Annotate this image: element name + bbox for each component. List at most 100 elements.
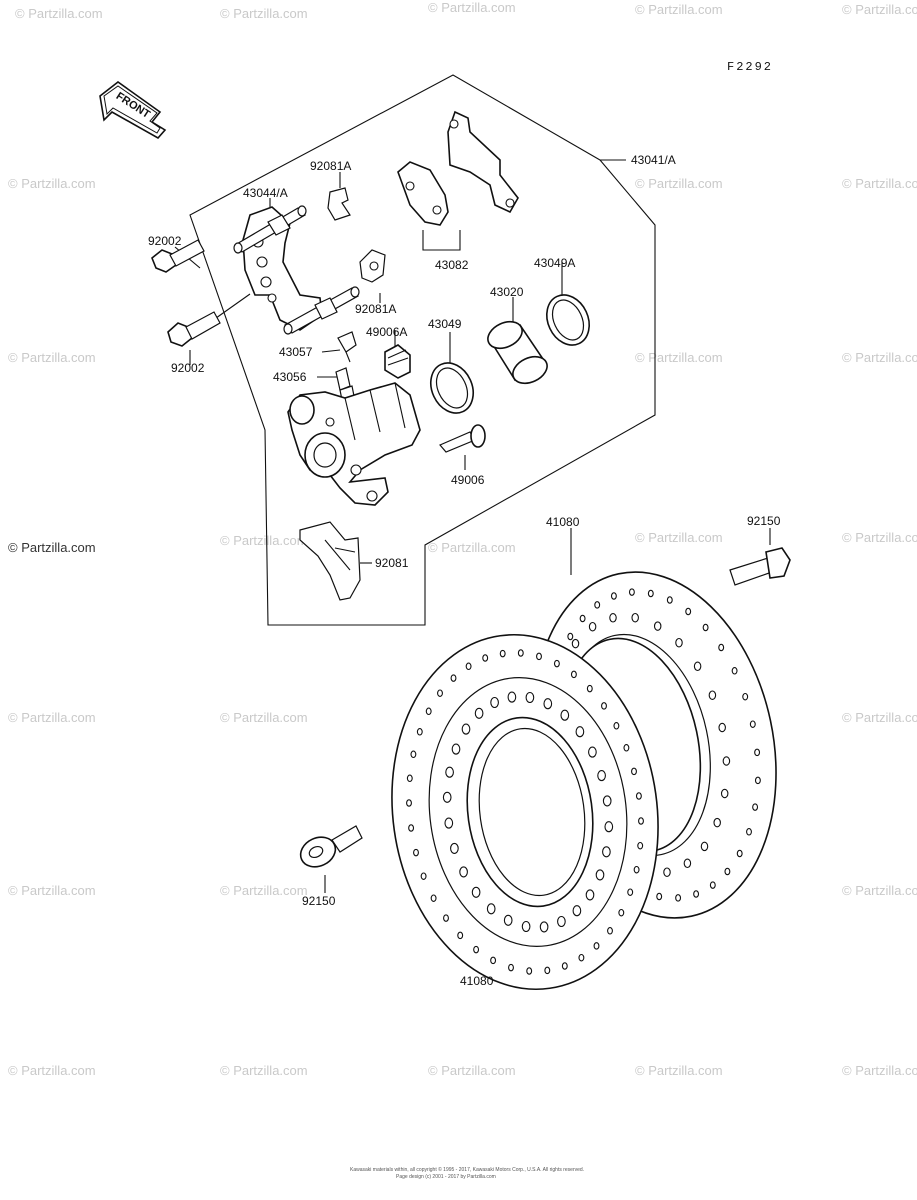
label-43049: 43049 — [428, 317, 462, 331]
rotor-hole — [722, 756, 731, 766]
rotor-hole — [637, 841, 644, 850]
rotor-hole — [410, 750, 417, 759]
rotor-hole — [746, 828, 752, 836]
front-arrow-icon: FRONT — [99, 81, 167, 140]
bolt-92150-right — [729, 547, 791, 586]
rotor-hole — [420, 872, 427, 880]
rotor-hole — [575, 726, 585, 738]
rotor-hole — [451, 743, 461, 755]
rotor-hole — [752, 803, 759, 811]
rotor-hole — [443, 914, 449, 922]
rotor-hole — [430, 894, 437, 902]
label-92150-left: 92150 — [302, 894, 336, 908]
label-43056: 43056 — [273, 370, 307, 384]
caliper-body — [287, 382, 421, 506]
watermark: © Partzilla.com — [8, 710, 96, 725]
watermark: © Partzilla.com — [842, 176, 917, 191]
label-92150-right: 92150 — [747, 514, 781, 528]
rotor-hole — [536, 652, 542, 661]
rotor-hole — [473, 945, 480, 954]
rotor-hole — [471, 886, 481, 898]
rotor-hole — [709, 881, 716, 889]
rotor-hole — [499, 649, 506, 658]
rotor-hole — [693, 661, 702, 672]
rotor-hole — [408, 824, 415, 832]
rotor-hole — [490, 956, 497, 965]
pin-49006 — [439, 424, 486, 453]
seal-43049 — [430, 362, 474, 414]
rotor-hole — [666, 596, 673, 604]
rotor-hole — [437, 689, 443, 697]
watermark: © Partzilla.com — [635, 1063, 723, 1078]
rotor-hole — [627, 888, 634, 896]
piston-43020 — [487, 320, 548, 385]
rotor-hole — [675, 894, 682, 902]
rotor-hole — [731, 667, 738, 675]
rotor-hole — [708, 690, 717, 700]
caliper-assembly-outline — [189, 74, 656, 626]
rotor-hole — [570, 670, 577, 679]
rotor-hole — [594, 601, 601, 609]
brake-disc-front-view — [391, 633, 659, 991]
rotor-hole — [586, 684, 593, 693]
rotor-hole — [736, 849, 743, 858]
label-43082: 43082 — [435, 258, 469, 272]
rotor-hole — [653, 621, 662, 631]
watermark: © Partzilla.com — [635, 2, 723, 17]
rotor-hole — [602, 846, 611, 858]
rotor-hole — [572, 905, 582, 917]
rotor-hole — [613, 722, 620, 730]
label-49006: 49006 — [451, 473, 485, 487]
rotor-hole — [693, 890, 700, 898]
seal-43049A — [546, 294, 590, 346]
watermark: © Partzilla.com — [220, 6, 308, 21]
bolt-92002-top — [151, 239, 205, 273]
rotor-hole — [521, 920, 531, 933]
rotor-hole — [553, 659, 560, 668]
rotor-hole — [595, 869, 605, 881]
rotor-hole — [623, 744, 630, 752]
rotor-hole — [597, 770, 606, 782]
rotor-hole — [413, 848, 419, 857]
watermark: © Partzilla.com — [428, 1063, 516, 1078]
rotor-hole — [742, 692, 749, 701]
watermark: © Partzilla.com — [8, 883, 96, 898]
watermark: © Partzilla.com — [8, 540, 96, 555]
watermark: © Partzilla.com — [635, 530, 723, 545]
watermark: © Partzilla.com — [842, 350, 917, 365]
rotor-hole — [675, 637, 683, 648]
rotor-hole — [638, 817, 644, 825]
pad-spring-92081 — [299, 521, 361, 601]
label-41080-top: 41080 — [546, 515, 580, 529]
rotor-hole — [631, 612, 639, 623]
rotor-hole — [628, 588, 635, 596]
watermark: © Partzilla.com — [635, 176, 723, 191]
rotor-hole — [588, 621, 597, 632]
rotor-hole — [618, 908, 625, 917]
rotor-hole — [474, 707, 484, 719]
rotor-hole — [503, 914, 513, 926]
label-92002-top: 92002 — [148, 234, 182, 248]
rotor-hole — [635, 792, 642, 800]
watermark: © Partzilla.com — [842, 710, 917, 725]
rotor-hole — [517, 649, 524, 657]
rotor-hole — [610, 592, 617, 600]
rotor-hole — [560, 709, 570, 721]
rotor-hole — [525, 691, 535, 704]
rotor-hole — [724, 867, 731, 876]
watermark: © Partzilla.com — [220, 533, 308, 548]
brake-pads — [397, 110, 519, 226]
rotor-hole — [700, 841, 709, 852]
rotor-hole — [544, 966, 551, 975]
bolt-92002-bottom — [167, 311, 221, 347]
rotor-hole — [718, 643, 725, 652]
rotor-hole — [607, 927, 613, 935]
label-92081A-top: 92081A — [310, 159, 351, 173]
rotor-hole — [663, 867, 671, 877]
rotor-hole — [702, 623, 709, 632]
watermark: © Partzilla.com — [428, 0, 516, 15]
rotor-hole — [557, 915, 566, 928]
rotor-hole — [508, 963, 514, 972]
rotor-hole — [490, 696, 499, 709]
